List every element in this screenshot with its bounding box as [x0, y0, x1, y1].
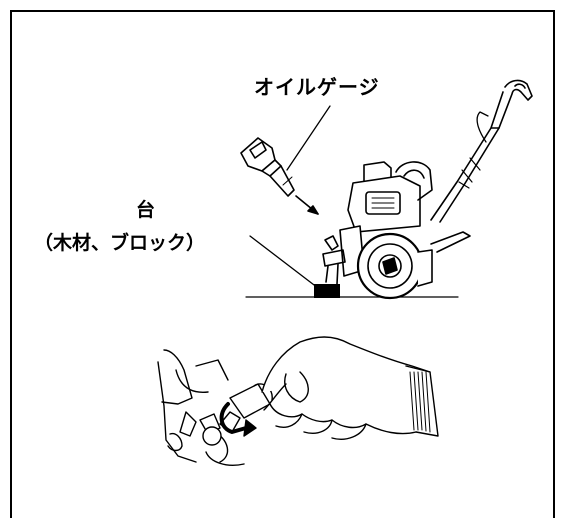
tiller-machine [245, 79, 533, 300]
frame-left-border [10, 10, 12, 518]
frame-right-border [553, 10, 555, 518]
frame-top-border [10, 10, 555, 12]
stand-material-label: （木材、ブロック） [34, 232, 206, 254]
oil-gauge-label: オイルゲージ [254, 75, 380, 99]
stand-label: 台 [136, 199, 156, 221]
hand-removing-gauge [157, 336, 439, 466]
oil-gauge-dipstick [240, 105, 331, 215]
